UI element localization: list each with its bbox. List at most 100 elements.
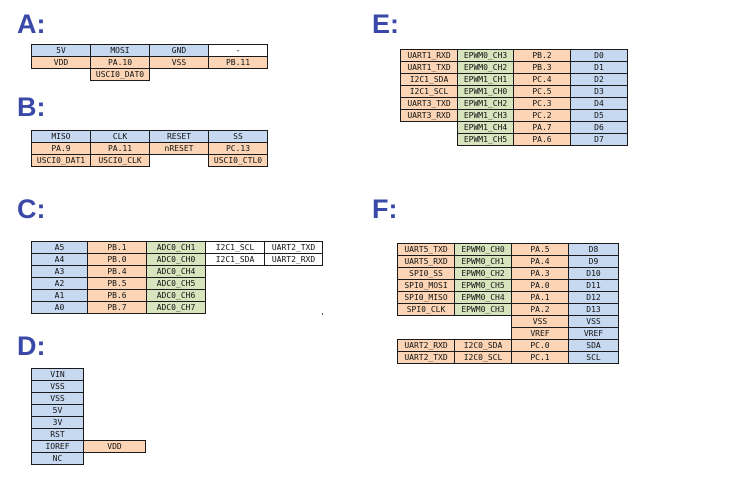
- table-row: VIN: [31, 368, 146, 381]
- pin-cell: PA.3: [511, 267, 569, 280]
- stray-mark: [322, 313, 323, 315]
- table-row: USCI0_DAT0: [32, 68, 268, 81]
- pin-cell: SDA: [568, 339, 619, 352]
- pin-cell: I2C1_SDA: [400, 73, 458, 86]
- empty-cell: [84, 417, 146, 429]
- empty-cell: [265, 302, 323, 314]
- pin-cell: D11: [568, 279, 619, 292]
- pin-cell: EPWM0_CH5: [454, 279, 512, 292]
- pin-cell: D9: [568, 255, 619, 268]
- pin-cell: ADC0_CH1: [146, 241, 206, 254]
- table-row: SPI0_SS EPWM0_CH2 PA.3 D10: [397, 267, 619, 280]
- pin-cell: A5: [31, 241, 88, 254]
- pin-cell: I2C0_SDA: [454, 339, 512, 352]
- pin-cell: VREF: [568, 327, 619, 340]
- pin-cell: D13: [568, 303, 619, 316]
- pin-cell: EPWM1_CH3: [457, 109, 514, 122]
- pin-cell: PA.7: [513, 121, 571, 134]
- header-c-table: A5 PB.1 ADC0_CH1 I2C1_SCL UART2_TXD A4 P…: [31, 241, 323, 314]
- pin-cell: PA.6: [513, 133, 571, 146]
- empty-cell: [265, 278, 323, 290]
- pin-cell: USCI0_CTL0: [208, 154, 268, 167]
- table-row: A1 PB.6 ADC0_CH6: [31, 289, 323, 302]
- pin-cell: PA.4: [511, 255, 569, 268]
- table-row: VDD PA.10 VSS PB.11: [31, 56, 268, 69]
- pin-cell: PA.2: [511, 303, 569, 316]
- table-row: A3 PB.4 ADC0_CH4: [31, 265, 323, 278]
- pin-cell: EPWM1_CH2: [457, 97, 514, 110]
- pin-cell: EPWM0_CH1: [454, 255, 512, 268]
- table-row: 5V: [31, 404, 146, 417]
- pin-cell: PC.1: [511, 351, 569, 364]
- table-row: MISO CLK RESET SS: [31, 130, 268, 143]
- section-label-a: A:: [17, 9, 46, 39]
- pin-cell: A2: [31, 277, 88, 290]
- pin-cell: -: [208, 44, 268, 57]
- pin-cell: EPWM1_CH4: [457, 121, 514, 134]
- pin-cell: SPI0_MISO: [397, 291, 455, 304]
- pin-cell: I2C1_SDA: [205, 253, 265, 266]
- empty-cell: [206, 302, 265, 314]
- pin-cell: 5V: [31, 404, 84, 417]
- pin-cell: RST: [31, 428, 84, 441]
- pin-cell: UART1_RXD: [400, 49, 458, 62]
- pin-cell: UART1_TXD: [400, 61, 458, 74]
- pin-cell: PB.2: [513, 49, 571, 62]
- table-row: IOREF VDD: [31, 440, 146, 453]
- empty-cell: [150, 69, 209, 81]
- pin-cell: EPWM0_CH4: [454, 291, 512, 304]
- empty-cell: [209, 69, 268, 81]
- pin-cell: PA.5: [511, 243, 569, 256]
- pin-cell: ADC0_CH6: [146, 289, 206, 302]
- table-row: I2C1_SCL EPWM1_CH0 PC.5 D3: [400, 85, 628, 98]
- pin-cell: EPWM1_CH5: [457, 133, 514, 146]
- empty-cell: [84, 405, 146, 417]
- pin-cell: MISO: [31, 130, 91, 143]
- section-label-b: B:: [17, 92, 46, 122]
- pin-cell: PC.3: [513, 97, 571, 110]
- pin-cell: PA.0: [511, 279, 569, 292]
- pin-cell: D5: [570, 109, 628, 122]
- table-row: VSS VSS: [398, 315, 619, 328]
- pin-cell: I2C1_SCL: [400, 85, 458, 98]
- pin-cell: SPI0_CLK: [397, 303, 455, 316]
- table-row: A2 PB.5 ADC0_CH5: [31, 277, 323, 290]
- empty-cell: [150, 155, 209, 167]
- pin-cell: USCI0_DAT1: [31, 154, 91, 167]
- pin-cell: VREF: [511, 327, 569, 340]
- pin-cell: MOSI: [90, 44, 150, 57]
- table-row: 5V MOSI GND -: [31, 44, 268, 57]
- header-d-table: VIN VSS VSS 5V 3V RST IOREF VDD NC: [31, 368, 146, 465]
- table-row: VSS: [31, 392, 146, 405]
- pin-cell: PB.4: [87, 265, 147, 278]
- pin-cell: SPI0_SS: [397, 267, 455, 280]
- pin-cell: D10: [568, 267, 619, 280]
- table-row: PA.9 PA.11 nRESET PC.13: [31, 142, 268, 155]
- table-row: EPWM1_CH5 PA.6 D7: [401, 133, 628, 146]
- table-row: SPI0_MISO EPWM0_CH4 PA.1 D12: [397, 291, 619, 304]
- pin-cell: I2C1_SCL: [205, 241, 265, 254]
- table-row: UART3_TXD EPWM1_CH2 PC.3 D4: [400, 97, 628, 110]
- pin-cell: PA.10: [90, 56, 150, 69]
- pin-cell: D12: [568, 291, 619, 304]
- pin-cell: USCI0_CLK: [90, 154, 150, 167]
- pin-cell: PC.13: [208, 142, 268, 155]
- pin-cell: UART2_TXD: [397, 351, 455, 364]
- table-row: 3V: [31, 416, 146, 429]
- table-row: UART1_RXD EPWM0_CH3 PB.2 D0: [400, 49, 628, 62]
- pin-cell: PB.6: [87, 289, 147, 302]
- pin-cell: SPI0_MOSI: [397, 279, 455, 292]
- empty-cell: [84, 369, 146, 381]
- pin-cell: PC.5: [513, 85, 571, 98]
- pin-cell: PA.1: [511, 291, 569, 304]
- pin-cell: D8: [568, 243, 619, 256]
- pin-cell: A4: [31, 253, 88, 266]
- empty-cell: [455, 316, 512, 328]
- pin-cell: 5V: [31, 44, 91, 57]
- pin-cell: EPWM0_CH0: [454, 243, 512, 256]
- empty-cell: [32, 69, 91, 81]
- table-row: UART3_RXD EPWM1_CH3 PC.2 D5: [400, 109, 628, 122]
- pin-cell: ADC0_CH5: [146, 277, 206, 290]
- pin-cell: ADC0_CH4: [146, 265, 206, 278]
- header-a-table: 5V MOSI GND - VDD PA.10 VSS PB.11 USCI0_…: [31, 44, 268, 81]
